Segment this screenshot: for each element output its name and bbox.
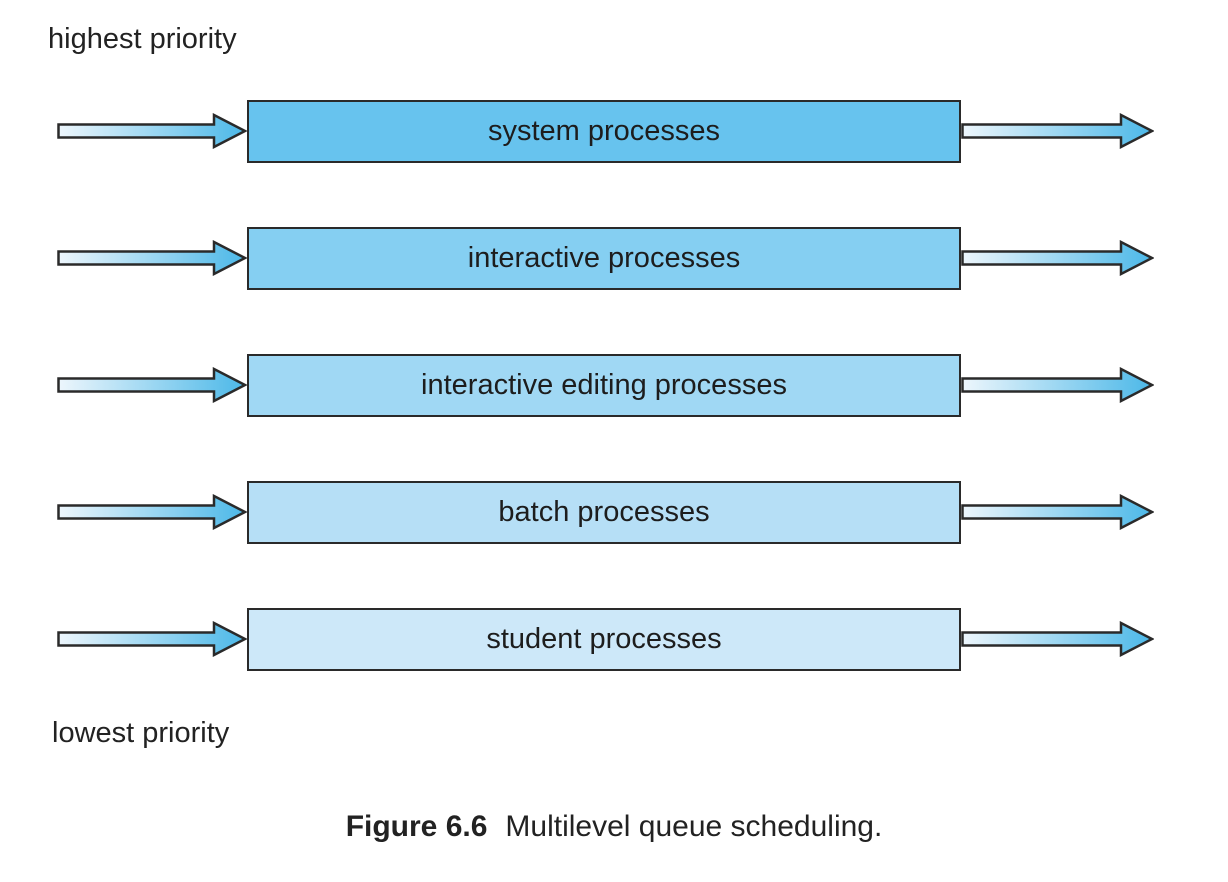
queue-bar-interactive: interactive processes: [247, 227, 961, 290]
queue-in-arrow-icon: [57, 621, 247, 657]
highest-priority-label: highest priority: [48, 23, 237, 55]
queue-in-arrow-icon: [57, 367, 247, 403]
queue-bar-interactive-editing: interactive editing processes: [247, 354, 961, 417]
queue-label: student processes: [486, 623, 722, 655]
figure-caption-text: Multilevel queue scheduling.: [505, 810, 883, 843]
queue-label: batch processes: [498, 496, 710, 528]
queue-in-arrow-icon: [57, 494, 247, 530]
queue-bar-system: system processes: [247, 100, 961, 163]
queue-out-arrow-icon: [961, 367, 1154, 403]
queue-out-arrow-icon: [961, 494, 1154, 530]
lowest-priority-label: lowest priority: [52, 717, 230, 749]
queue-label: interactive processes: [467, 242, 741, 274]
queue-in-arrow-icon: [57, 113, 247, 149]
queue-in-arrow-icon: [57, 240, 247, 276]
queue-bar-student: student processes: [247, 608, 961, 671]
queue-out-arrow-icon: [961, 621, 1154, 657]
queue-out-arrow-icon: [961, 240, 1154, 276]
figure-caption: Figure 6.6 Multilevel queue scheduling.: [0, 810, 1228, 844]
queue-label: system processes: [487, 115, 721, 147]
queue-bar-batch: batch processes: [247, 481, 961, 544]
queue-out-arrow-icon: [961, 113, 1154, 149]
queue-label: interactive editing processes: [421, 369, 787, 401]
figure-number: Figure 6.6: [345, 810, 488, 843]
